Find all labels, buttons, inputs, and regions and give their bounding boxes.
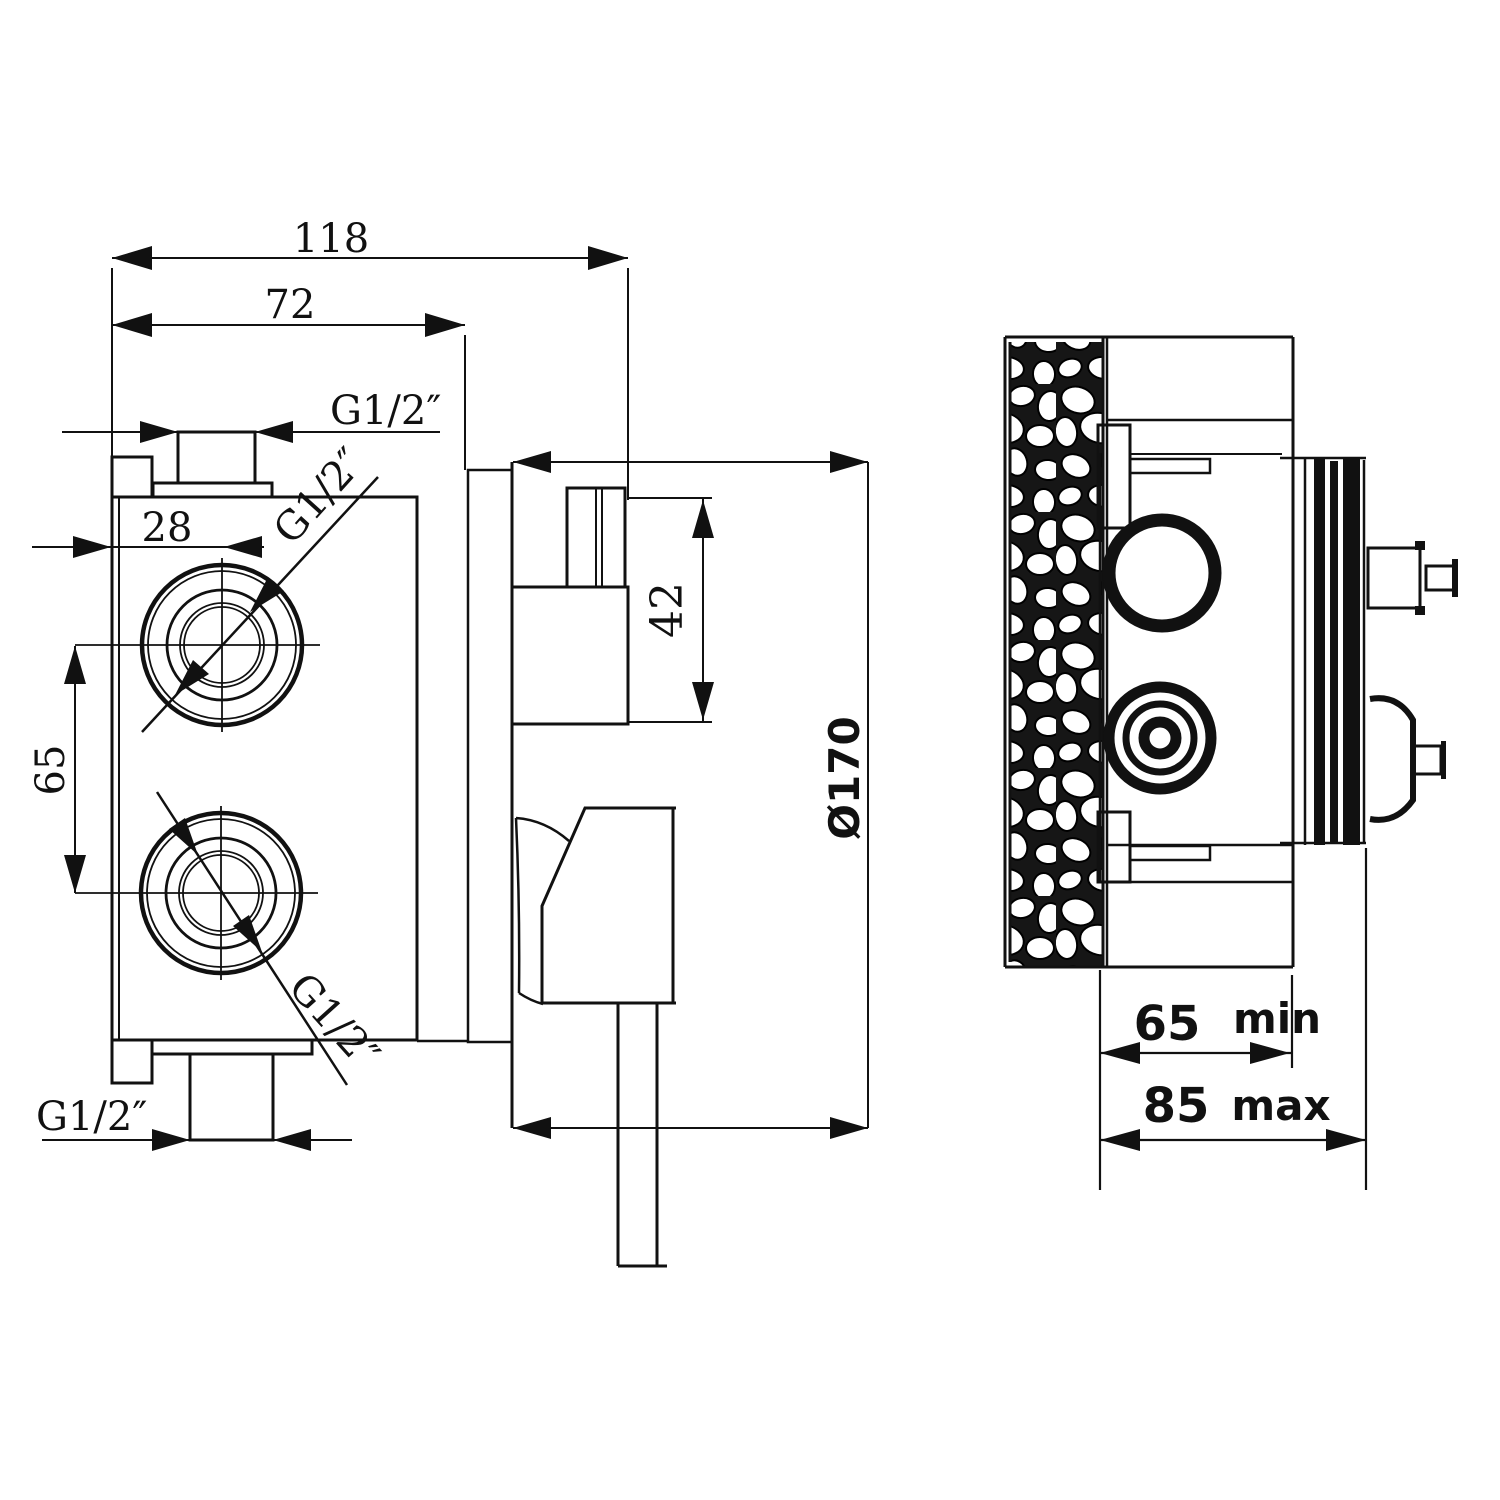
thread-top-label: G1/2″	[330, 388, 441, 434]
mounting-plate-edge	[466, 462, 514, 1128]
dim-72-label: 72	[265, 282, 316, 328]
valve-side-elements	[510, 486, 676, 1268]
leader-g12-lower	[155, 791, 349, 1086]
plate-diameter-label: Ø170	[820, 716, 869, 839]
wall-hatch	[1011, 342, 1103, 967]
depth-max-unit: max	[1231, 1081, 1330, 1130]
embedded-valve-body	[1096, 337, 1295, 967]
upper-port-block	[510, 585, 630, 726]
dim-28	[32, 536, 264, 558]
dim-28-label: 28	[142, 505, 193, 551]
dim-65-label: 65	[28, 745, 74, 796]
depth-min-unit: min	[1233, 994, 1321, 1043]
top-port-flange	[151, 481, 274, 499]
dim-118-label: 118	[293, 216, 369, 262]
bottom-port-flange	[150, 1038, 314, 1056]
dim-72	[112, 313, 466, 470]
valve-front-side-view	[32, 246, 869, 1268]
wall-section	[1003, 335, 1293, 969]
upper-valve-boss	[1102, 513, 1222, 633]
thread-lower-port-label: G1/2″	[279, 965, 388, 1078]
dim-depth-85max	[1100, 848, 1368, 1190]
upper-mounting-lug	[1096, 423, 1132, 530]
down-pipe	[616, 1003, 667, 1268]
control-knob-side	[1369, 695, 1446, 823]
installation-section-view	[1003, 335, 1458, 1190]
top-port-stub	[176, 430, 257, 485]
top-left-tab	[110, 455, 154, 499]
dim-dia170	[513, 451, 869, 1139]
leader-g12-upper	[141, 476, 379, 733]
dim-g12-top	[62, 421, 440, 443]
handle-knob	[540, 806, 676, 1005]
diverter-knob-side	[1366, 541, 1458, 615]
dim-65	[64, 646, 86, 893]
bottom-left-tab	[110, 1038, 154, 1085]
depth-min-value: 65	[1134, 996, 1201, 1052]
labels: 118 72 G1/2″ 28 G1/2″ 65 G1/2″ G1/2″ 42 …	[28, 216, 1331, 1140]
dim-42	[628, 497, 714, 723]
lower-port-centerlines	[75, 806, 318, 980]
handle-skirt	[514, 816, 570, 1006]
depth-max-value: 85	[1143, 1078, 1210, 1134]
dim-42-label: 42	[642, 582, 693, 638]
dim-depth-65min	[1098, 970, 1294, 1190]
lower-valve-cartridge	[1103, 681, 1217, 795]
bottom-port-stub	[188, 1052, 275, 1142]
thread-bottom-label: G1/2″	[36, 1094, 147, 1140]
escutcheon-edge	[1280, 456, 1366, 845]
lower-port	[75, 806, 318, 980]
dim-g12-bottom	[42, 1129, 352, 1151]
